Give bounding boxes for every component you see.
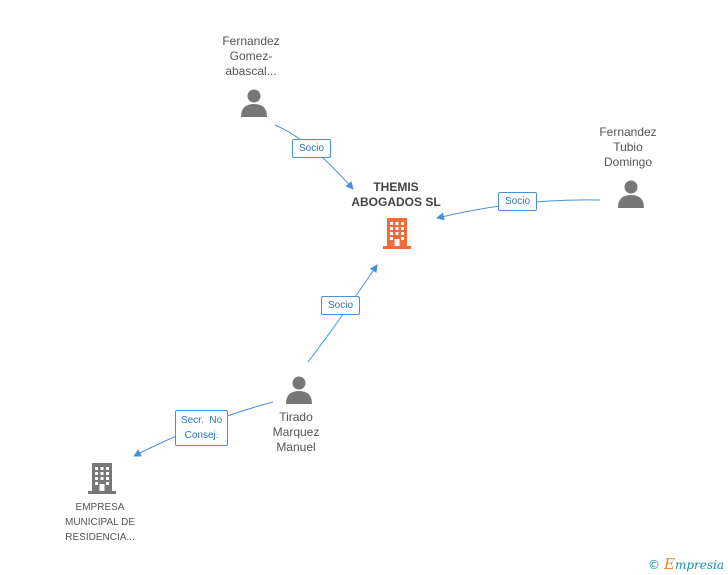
empresa-line-3: RESIDENCIA... (65, 532, 135, 543)
edge-label-secr-line-1: Secr. No (181, 415, 223, 426)
themis-building-icon[interactable] (381, 216, 413, 250)
fernandez-tubio-line-2: Tubio (613, 140, 643, 154)
fernandez-tubio-person-icon[interactable] (616, 179, 646, 209)
fernandez-gomez-line-2: Gomez- (229, 49, 273, 63)
tirado-line-1: Tirado (279, 410, 313, 424)
tirado-line-2: Marquez (272, 425, 320, 439)
edge-label-tubio-socio[interactable]: Socio (498, 192, 538, 211)
tirado-person-icon[interactable] (284, 375, 314, 405)
empresa-line-1: EMPRESA (75, 502, 125, 513)
fernandez-tubio-label: Fernandez Tubio Domingo (583, 125, 673, 170)
edge-label-secr-line-2: Consej. (184, 430, 219, 441)
empresa-label: EMPRESA MUNICIPAL DE RESIDENCIA... (50, 500, 150, 545)
themis-label-line-2: ABOGADOS SL (351, 195, 441, 209)
empresia-watermark: ©Empresia (648, 555, 724, 573)
empresia-logo-text: mpresia (674, 558, 724, 572)
edge-label-tirado-secr[interactable]: Secr. No Consej. (175, 410, 229, 446)
themis-label: THEMIS ABOGADOS SL (344, 180, 448, 210)
fernandez-gomez-person-icon[interactable] (239, 88, 269, 118)
tirado-line-3: Manuel (276, 440, 316, 454)
fernandez-gomez-line-3: abascal... (225, 64, 277, 78)
fernandez-gomez-label: Fernandez Gomez- abascal... (206, 34, 296, 79)
tirado-label: Tirado Marquez Manuel (251, 410, 341, 455)
edge-label-gomez-socio-text: Socio (299, 143, 325, 154)
empresa-line-2: MUNICIPAL DE (64, 517, 135, 528)
empresa-building-icon[interactable] (86, 461, 118, 495)
copyright-symbol: © (647, 558, 660, 572)
edge-label-tirado-socio-text: Socio (328, 300, 354, 311)
themis-label-line-1: THEMIS (373, 180, 419, 194)
empresia-logo-e: E (663, 555, 675, 573)
fernandez-tubio-line-1: Fernandez (599, 125, 657, 139)
fernandez-gomez-line-1: Fernandez (222, 34, 280, 48)
fernandez-tubio-line-3: Domingo (603, 155, 653, 169)
edge-tirado-to-themis (307, 264, 378, 363)
edge-label-gomez-socio[interactable]: Socio (292, 139, 332, 158)
edge-label-tubio-socio-text: Socio (505, 196, 531, 207)
edge-label-tirado-socio[interactable]: Socio (321, 296, 361, 315)
